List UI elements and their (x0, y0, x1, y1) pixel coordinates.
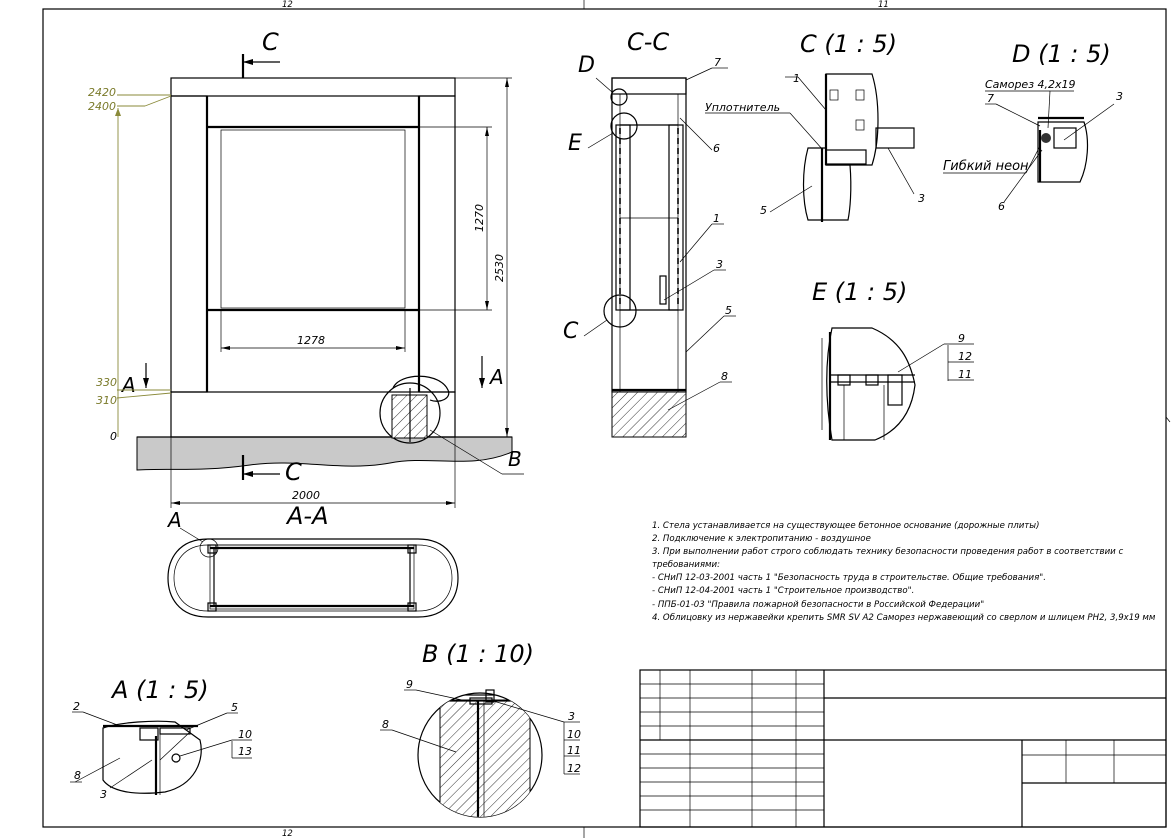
b-pos-10: 10 (567, 728, 581, 741)
detail-e-title: E (1 : 5) (812, 278, 907, 306)
a-pos-10: 10 (238, 728, 252, 741)
callout-c: C (563, 319, 579, 344)
b-pos-12: 12 (567, 762, 581, 775)
note-line: 3. При выполнении работ строго соблюдать… (652, 547, 1124, 558)
cc-pos-3: 3 (716, 258, 723, 271)
elevation-2400: 2400 (88, 100, 116, 113)
cc-pos-8: 8 (721, 370, 728, 383)
elevation-310: 310 (96, 394, 117, 407)
cc-pos-5: 5 (725, 304, 732, 317)
elevation-0: 0 (110, 430, 117, 443)
a-pos-5: 5 (231, 701, 238, 714)
c-pos-3: 3 (918, 192, 925, 205)
section-aa-title: A-A (285, 502, 329, 530)
note-line: требованиями: (652, 560, 720, 571)
right-post (418, 95, 456, 393)
d-pos-3: 3 (1116, 90, 1123, 103)
screw-label: Саморез 4,2x19 (985, 78, 1076, 91)
cut-label-right: A (488, 365, 504, 389)
dim-total-height: 2530 (493, 254, 506, 282)
b-pos-8: 8 (382, 718, 389, 731)
detail-b: B (1 : 10) 9 8 3 10 11 12 (380, 640, 581, 818)
a-pos-8: 8 (74, 769, 81, 782)
b-pos-11: 11 (567, 744, 581, 757)
top-cap (170, 77, 456, 97)
elevation-2420: 2420 (88, 86, 116, 99)
ground-fill (136, 436, 513, 471)
general-notes: 1. Стела устанавливается на существующее… (652, 520, 1162, 625)
cc-pos-1: 1 (713, 212, 720, 225)
inner-frame (206, 126, 420, 311)
note-line: - ППБ-01-03 "Правила пожарной безопаснос… (652, 599, 985, 610)
b-pos-9: 9 (406, 678, 413, 691)
aa-callout-a: A (166, 508, 182, 532)
callout-d: D (578, 53, 595, 78)
d-pos-6: 6 (998, 200, 1005, 213)
dim-inner-width: 1278 (297, 334, 325, 347)
callout-b-label: B (508, 447, 522, 471)
detail-b-title: B (1 : 10) (422, 640, 534, 668)
detail-c-title: C (1 : 5) (800, 30, 897, 58)
callout-b-circle (379, 382, 441, 444)
e-pos-12: 12 (958, 350, 972, 363)
note-line: - СНиП 12-04-2001 часть 1 "Строительное … (652, 586, 915, 597)
detail-d: D (1 : 5) Саморез 4,2x19 7 3 Гибкий неон… (943, 40, 1123, 213)
title-block (639, 669, 1167, 828)
callout-e: E (568, 131, 582, 156)
cc-pos-7: 7 (714, 56, 721, 69)
note-line: - СНиП 12-03-2001 часть 1 "Безопасность … (652, 573, 1046, 584)
detail-a-title: A (1 : 5) (110, 676, 209, 704)
section-cc: C-C D E C 7 6 1 3 5 (563, 28, 736, 438)
sheet-frame: 12 11 12 (42, 0, 1167, 838)
cut-label-top: C (262, 28, 279, 56)
cut-label-bottom: C (285, 458, 302, 486)
e-pos-11: 11 (958, 368, 972, 381)
detail-a: A (1 : 5) 2 5 10 13 8 3 (70, 676, 252, 801)
zone-label-top-right: 11 (878, 0, 889, 10)
detail-e: E (1 : 5) 9 12 11 (812, 278, 1171, 441)
a-pos-13: 13 (238, 745, 252, 758)
dim-inner-height: 1270 (473, 204, 486, 232)
foundation-block (611, 391, 687, 438)
a-pos-3: 3 (100, 788, 107, 801)
note-line: 1. Стела устанавливается на существующее… (652, 521, 1040, 531)
note-line: 4. Облицовку из нержавейки крепить SMR S… (652, 612, 1156, 623)
section-cc-title: C-C (627, 28, 669, 56)
note-line: 2. Подключение к электропитанию - воздуш… (652, 534, 871, 545)
detail-d-title: D (1 : 5) (1012, 40, 1111, 68)
elevation-330: 330 (96, 376, 117, 389)
c-pos-1: 1 (793, 72, 800, 85)
cut-label-left: A (120, 373, 136, 397)
d-pos-7: 7 (987, 92, 994, 105)
a-pos-2: 2 (73, 700, 80, 713)
b-pos-3: 3 (568, 710, 575, 723)
section-aa: A-A A (166, 502, 459, 618)
seal-label: Уплотнитель (705, 101, 780, 114)
left-post (170, 95, 208, 393)
detail-c: C (1 : 5) 1 Уплотнитель 5 3 (705, 30, 925, 222)
c-pos-5: 5 (760, 204, 767, 217)
front-view: B C C A A 2420 2400 330 310 0 1 (88, 28, 524, 508)
cc-pos-6: 6 (713, 142, 720, 155)
zone-label-bottom: 12 (282, 829, 293, 838)
dim-total-width: 2000 (292, 489, 320, 502)
e-pos-9: 9 (958, 332, 965, 345)
neon-label: Гибкий неон (943, 159, 1029, 174)
zone-label-top-left: 12 (282, 0, 293, 10)
